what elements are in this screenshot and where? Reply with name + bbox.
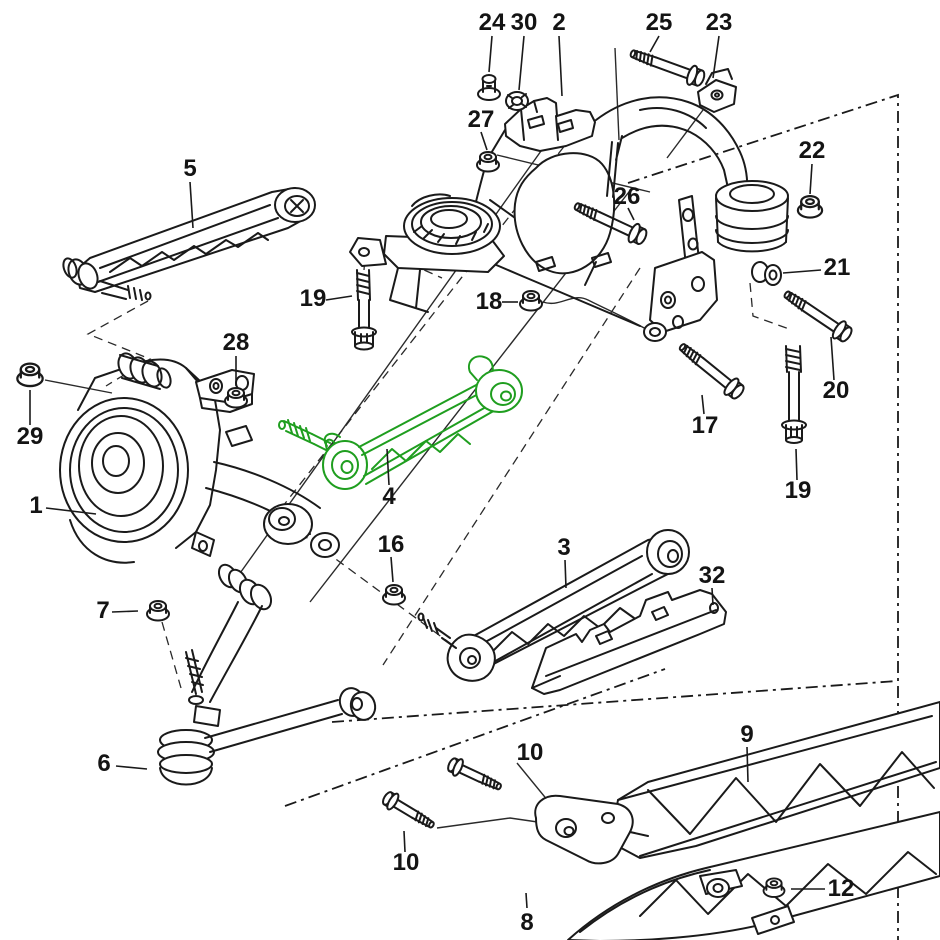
bolt-10-left[interactable] [379, 787, 439, 835]
callout-28[interactable]: 28 [223, 329, 250, 356]
washer-21[interactable] [751, 261, 782, 286]
part-32-guard-plate[interactable] [531, 589, 727, 695]
bolt-20[interactable] [778, 284, 856, 346]
callout-27[interactable]: 27 [468, 106, 495, 133]
part-6-lower-wishbone[interactable] [157, 562, 378, 786]
callout-32[interactable]: 32 [699, 562, 726, 589]
callout-12[interactable]: 12 [828, 875, 855, 902]
callout-10-right[interactable]: 10 [517, 739, 544, 766]
callout-2[interactable]: 2 [552, 9, 565, 36]
part-1-wheel-carrier[interactable] [59, 351, 340, 564]
callout-7[interactable]: 7 [96, 597, 109, 624]
callout-21[interactable]: 21 [824, 254, 851, 281]
nut-29[interactable] [16, 362, 44, 388]
callout-9[interactable]: 9 [740, 721, 753, 748]
callout-5[interactable]: 5 [183, 155, 196, 182]
callout-8[interactable]: 8 [520, 909, 533, 936]
rivet-24[interactable] [477, 74, 501, 101]
fasteners [16, 42, 856, 898]
nut-16[interactable] [382, 584, 406, 606]
callout-4[interactable]: 4 [382, 483, 396, 510]
nut-22[interactable] [796, 195, 824, 219]
callout-19-right[interactable]: 19 [785, 477, 812, 504]
part-9-support-bracket[interactable] [534, 701, 940, 865]
callout-10-left[interactable]: 10 [393, 849, 420, 876]
part-3-track-arm[interactable] [417, 529, 690, 682]
nut-28[interactable] [224, 387, 248, 409]
callout-25[interactable]: 25 [646, 9, 673, 36]
callout-17[interactable]: 17 [692, 412, 719, 439]
callout-23[interactable]: 23 [706, 9, 733, 36]
callout-26[interactable]: 26 [614, 183, 641, 210]
callout-3[interactable]: 3 [557, 534, 570, 561]
bolt-19-left[interactable] [351, 269, 377, 351]
grommet-30[interactable] [505, 91, 529, 111]
bolt-17[interactable] [673, 337, 749, 404]
callout-16[interactable]: 16 [378, 531, 405, 558]
part-rubber-mount[interactable] [403, 193, 501, 255]
part-4-track-arm-highlighted[interactable] [278, 355, 523, 490]
callout-1[interactable]: 1 [29, 492, 42, 519]
diagram-border-matchline [284, 93, 899, 940]
bolt-19-right[interactable] [781, 345, 807, 444]
nut-12[interactable] [762, 877, 786, 898]
callouts: 24 30 2 25 23 22 5 19 27 26 18 28 29 1 7… [17, 9, 855, 936]
callout-30[interactable]: 30 [511, 9, 538, 36]
nut-18[interactable] [519, 290, 543, 312]
callout-20[interactable]: 20 [823, 377, 850, 404]
part-5-trailing-arm[interactable] [61, 187, 316, 301]
bolt-25[interactable] [626, 42, 708, 90]
callout-19-left[interactable]: 19 [300, 285, 327, 312]
callout-22[interactable]: 22 [799, 137, 826, 164]
bolt-10-right[interactable] [444, 754, 506, 797]
callout-leaders [29, 35, 835, 909]
callout-24[interactable]: 24 [479, 9, 506, 36]
part-8-support-bracket-lower[interactable] [567, 811, 940, 940]
nut-7[interactable] [146, 600, 170, 622]
nut-27[interactable] [476, 151, 500, 173]
callout-18[interactable]: 18 [476, 288, 503, 315]
callout-29[interactable]: 29 [17, 423, 44, 450]
callout-6[interactable]: 6 [97, 750, 110, 777]
bracket-23[interactable] [697, 68, 737, 113]
